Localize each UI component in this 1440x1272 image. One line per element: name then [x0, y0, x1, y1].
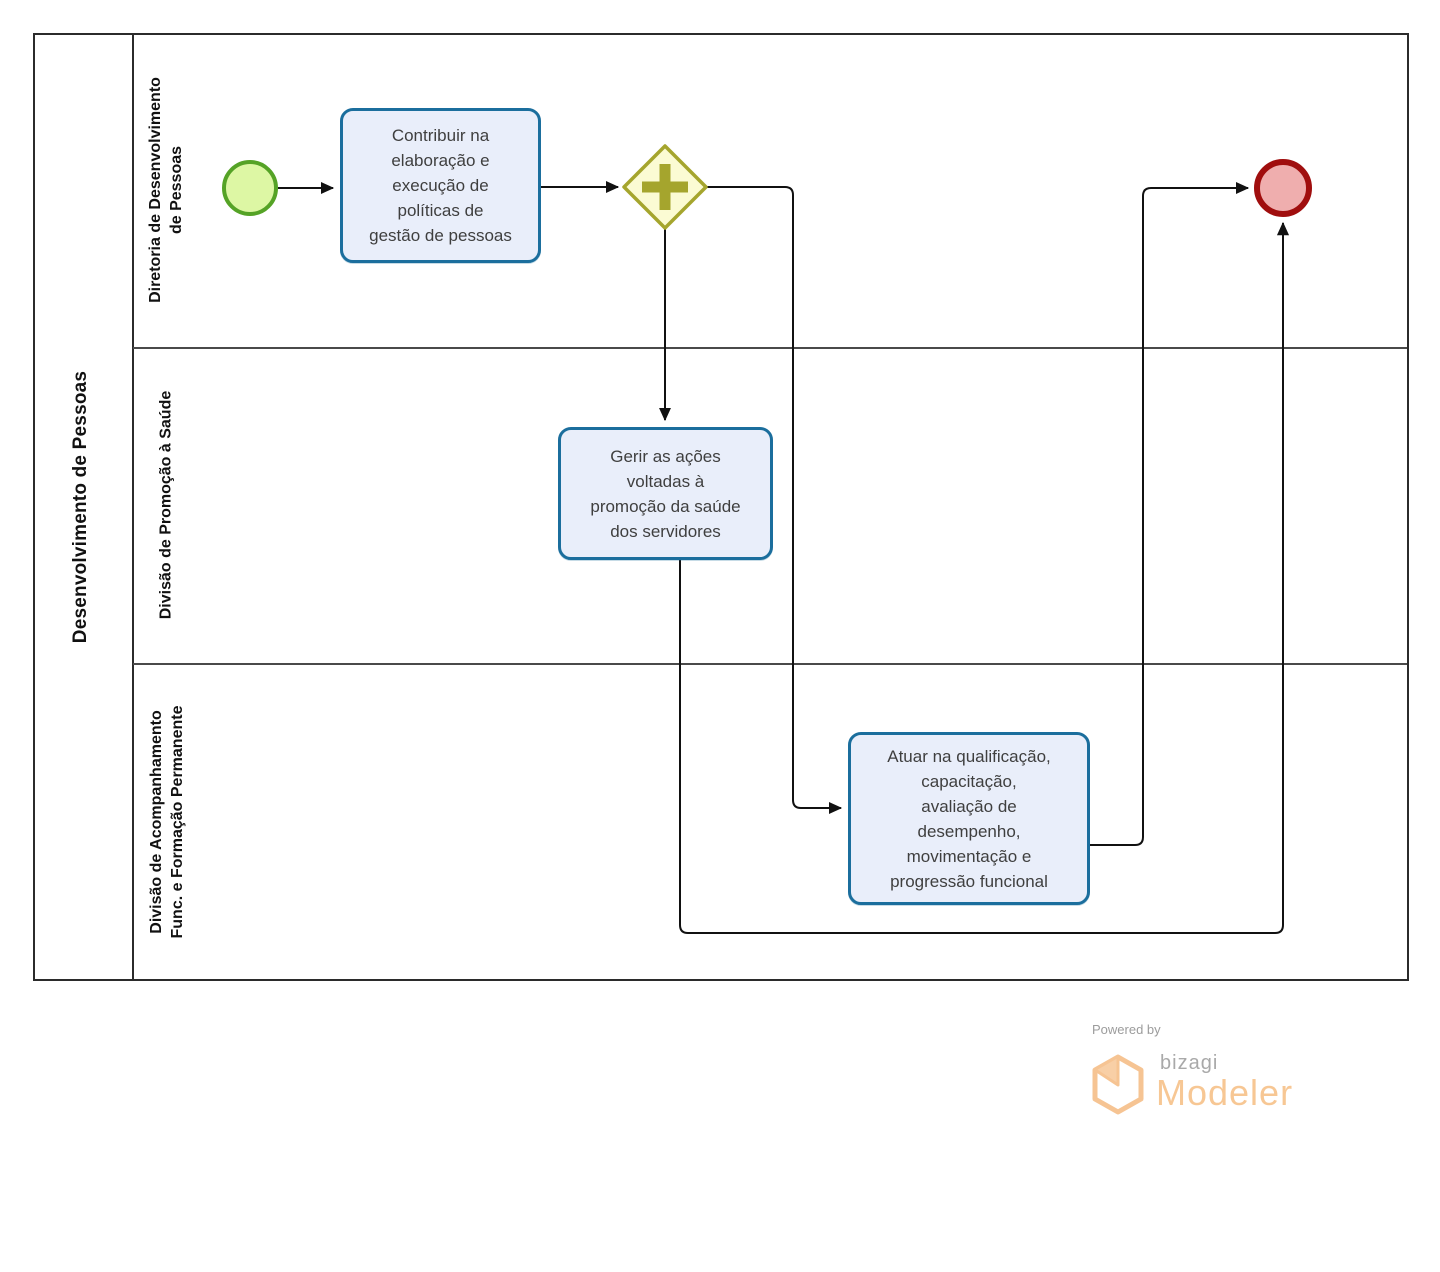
modeler-wordmark: Modeler [1156, 1072, 1294, 1113]
pool-header-divider [132, 35, 134, 979]
task-atuar: Atuar na qualificação, capacitação, aval… [848, 732, 1090, 905]
flow-task-atuar-to-end [1090, 181, 1250, 846]
task-gerir: Gerir as ações voltadas à promoção da sa… [558, 427, 773, 560]
start-event [222, 160, 278, 216]
powered-by-text: Powered by [1092, 1022, 1161, 1037]
parallel-gateway [622, 144, 708, 230]
lane-divider-2 [133, 663, 1407, 665]
end-event [1254, 159, 1312, 217]
plus-icon [642, 164, 688, 210]
bizagi-logo-icon [1092, 1054, 1144, 1115]
flow-task-gerir-to-end [679, 221, 1290, 934]
bizagi-wordmark: bizagi [1160, 1052, 1219, 1074]
flow-gateway-to-task-atuar [705, 186, 843, 815]
task-contribuir: Contribuir na elaboração e execução de p… [340, 108, 541, 263]
lane-divider-1 [133, 347, 1407, 349]
